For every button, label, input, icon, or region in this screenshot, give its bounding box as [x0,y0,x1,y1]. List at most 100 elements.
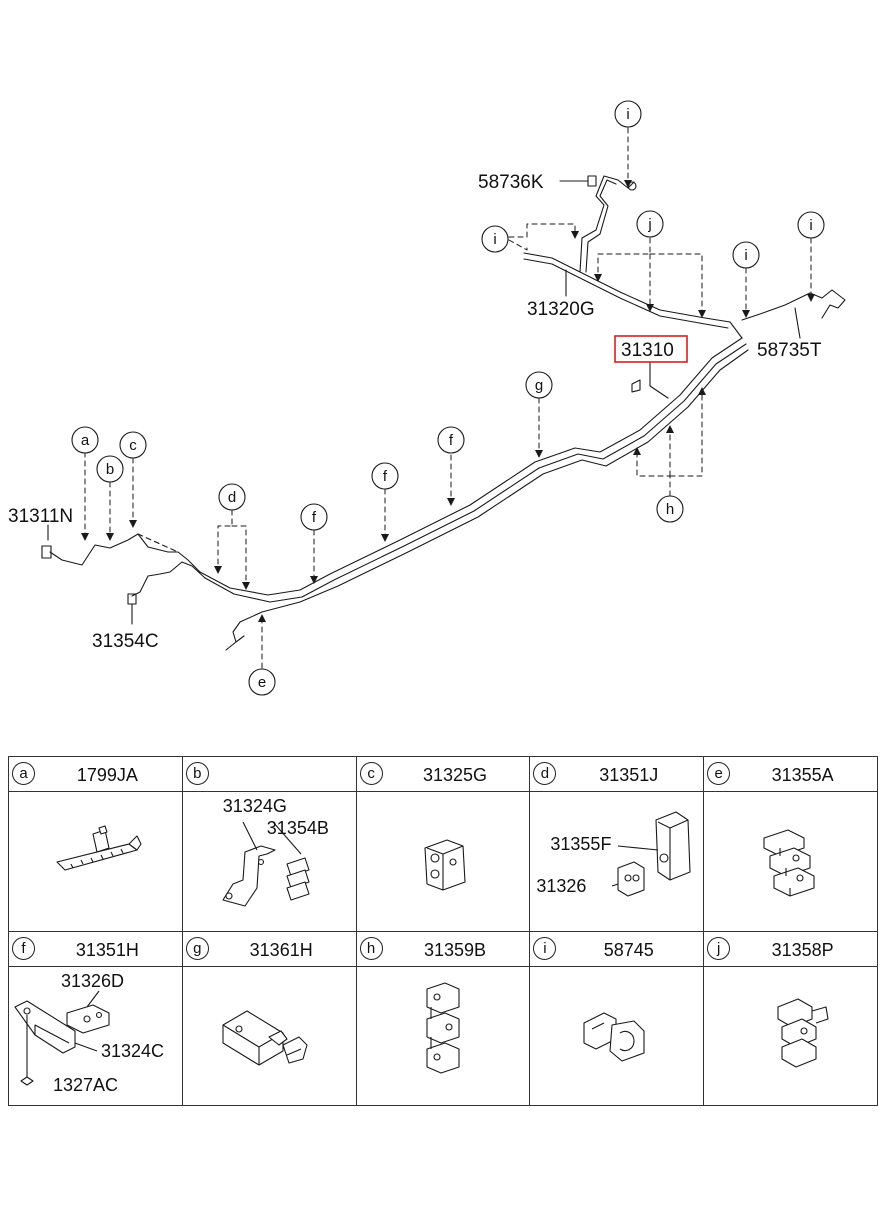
callout-i2: i [493,231,496,248]
callout-i3: i [744,247,747,264]
parts-legend-table: a 1799JA b [8,756,878,1106]
legend-illustration [357,792,530,930]
legend-letter: j [707,936,731,960]
callout-a-circle[interactable] [71,426,99,454]
label-58735T[interactable]: 58735T [757,340,822,361]
connector-58736K[interactable] [587,175,597,187]
callout-e-circle[interactable] [248,668,276,696]
callout-f2-circle[interactable] [371,462,399,490]
legend-illustration [530,967,703,1105]
callout-h: h [666,501,674,518]
block-clip-set-icon [612,811,691,897]
callout-f2: f [383,468,388,485]
fuel-tube-31320G[interactable] [523,252,743,339]
legend-cell-c[interactable]: c 31325G [355,756,531,932]
legend-cell-h[interactable]: h 31359B [355,930,531,1106]
legend-cell-f[interactable]: f 31351H 31326D 31 [8,930,183,1106]
legend-illustration [704,967,877,1105]
legend-part-number: 58745 [603,939,654,960]
callout-i2-circle[interactable] [481,225,509,253]
label-31311N[interactable]: 31311N [8,506,73,527]
legend-letter: i [533,936,557,960]
fuel-tube-dashed-link [137,533,179,553]
leader-i2 [508,223,576,238]
bracket-clamp-icon [222,1009,308,1066]
callout-j-circle[interactable] [636,210,664,238]
fuel-tube-main-3 [239,349,749,623]
callout-e: e [258,674,266,691]
callout-c-circle[interactable] [119,431,147,459]
legend-illustration: 31324G 31354B [183,792,356,930]
fuel-tube-31320G-2 [523,258,729,329]
legend-sub-label: 31324G [222,796,287,816]
fuel-tube-front-end [225,621,245,651]
fuel-tube-left-branch-2 [131,561,206,597]
fuel-tube-riser-58736K [579,175,635,273]
fuel-tube-riser-58736K-2 [585,179,617,273]
legend-illustration [183,967,356,1105]
legend-sub-label: 31354B [266,818,329,838]
legend-cell-j[interactable]: j 31358P [703,930,878,1106]
legend-cell-i[interactable]: i 58745 [529,930,705,1106]
legend-cell-b[interactable]: b 31324G 31354B [181,756,357,932]
legend-letter: d [533,762,557,785]
callout-d: d [228,489,236,506]
callout-i3-circle[interactable] [732,241,760,269]
legend-letter: e [707,762,731,785]
legend-illustration [9,792,182,930]
connector-31354C[interactable] [127,593,137,605]
label-58736K[interactable]: 58736K [478,172,544,193]
legend-head: c 31325G [356,757,530,792]
fuel-tube-left-branch [49,533,201,573]
label-31310[interactable]: 31310 [621,340,674,361]
label-31354C[interactable]: 31354C [92,631,159,652]
callout-g-circle[interactable] [525,371,553,399]
label-31320G[interactable]: 31320G [527,299,595,320]
callout-b-circle[interactable] [96,455,124,483]
legend-illustration [357,967,530,1105]
stacked-clip-icon [426,981,460,1074]
legend-cell-g[interactable]: g 31361H [181,930,357,1106]
cable-tie-icon [56,825,142,871]
connector-31311N[interactable] [41,545,52,559]
legend-part-number: 31355A [771,765,834,785]
label-line-31310 [649,361,669,399]
callout-h-circle[interactable] [656,495,684,523]
callout-i1-circle[interactable] [614,100,642,128]
legend-head: f 31351H [9,932,182,967]
legend-part-number: 31351J [599,765,659,785]
legend-head: a 1799JA [9,757,182,792]
connector-31310[interactable] [631,379,641,393]
legend-head: j 31358P [704,932,877,967]
leader-h [636,391,703,497]
callout-f1-circle[interactable] [437,426,465,454]
legend-part-number: 31358P [771,939,834,960]
callout-c: c [129,437,137,454]
fuel-tube-main-2 [204,343,747,603]
highlight-box-31310 [614,335,688,363]
fuel-tube-58735T[interactable] [741,289,846,321]
legend-letter: g [185,936,209,960]
wave-clip-icon [777,997,829,1068]
legend-row-1: a 1799JA b [8,756,878,932]
legend-illustration: 31355F 31326 [530,792,703,930]
legend-cell-d[interactable]: d 31351J 31355F 31326 [529,756,705,932]
legend-letter: c [359,762,383,785]
callout-b: b [106,461,114,478]
legend-cell-a[interactable]: a 1799JA [8,756,183,932]
callout-a: a [81,432,90,449]
callout-i4-circle[interactable] [797,211,825,239]
legend-cell-e[interactable]: e 31355A [703,756,878,932]
callout-d-circle[interactable] [218,483,246,511]
legend-head: g 31361H [182,932,356,967]
legend-sub-label: 1327AC [53,1074,119,1095]
callout-f3: f [312,509,317,526]
legend-head: h 31359B [356,932,530,967]
callout-f3-circle[interactable] [300,503,328,531]
legend-head: b [182,757,356,792]
callout-i1: i [626,106,629,123]
double-clip-icon [424,839,466,891]
fuel-tube-main-1[interactable] [199,337,743,596]
legend-head: e 31355A [704,757,877,792]
legend-letter: h [359,936,383,960]
